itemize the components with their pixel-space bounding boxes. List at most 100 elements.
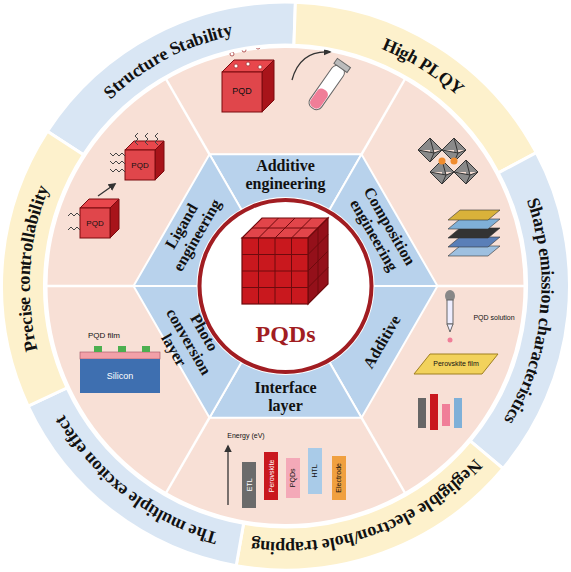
glyph <box>14 292 34 297</box>
device-stack <box>448 210 500 256</box>
additive-icon <box>222 45 350 113</box>
level-bar <box>442 404 450 426</box>
figure-label: PQD <box>131 162 148 171</box>
energy-axis <box>227 446 228 505</box>
property-band: High PLQY <box>291 0 539 175</box>
segment-fill <box>470 153 569 469</box>
octahedron <box>418 138 442 162</box>
level-bar <box>430 394 438 430</box>
energy-diagram <box>228 446 346 508</box>
octahedron <box>454 160 478 184</box>
segment-fill <box>2 131 84 406</box>
ring-divider <box>47 79 525 493</box>
band-title: Precise controllability <box>0 129 86 409</box>
figure-label: Perovskite <box>267 460 275 493</box>
cube-side <box>110 199 119 238</box>
ring-divider <box>47 285 134 288</box>
glyph: n <box>259 537 271 558</box>
property-band: Precise controllability <box>0 129 86 409</box>
glyph: c <box>13 284 33 292</box>
strategy-segment: Photo conversion layer <box>131 284 244 420</box>
device-layer <box>448 219 500 229</box>
test-tube <box>306 58 351 112</box>
cube-front <box>125 150 155 180</box>
cube-side <box>262 60 274 112</box>
pqd-cube <box>242 218 328 304</box>
a-site-ions <box>439 158 458 165</box>
level-bar <box>242 462 256 508</box>
glyph: p <box>275 538 285 558</box>
contact <box>94 346 102 352</box>
level-bar <box>286 458 300 498</box>
band-title: High PLQY <box>291 0 539 175</box>
strategy-segment: Ligand engineering <box>131 152 244 288</box>
segment-outline <box>45 0 298 157</box>
cube-front <box>222 72 262 112</box>
octahedra <box>418 138 478 184</box>
segment-fill <box>294 2 536 173</box>
band-title: The multiple exciton effect <box>26 385 246 568</box>
strategy-title: Photo conversion layer <box>139 280 241 403</box>
device-layer <box>448 246 500 256</box>
figure-label: Silicon <box>107 372 134 382</box>
figure-label: PQD <box>86 220 103 229</box>
property-band: The multiple exciton effect <box>26 385 246 568</box>
figure-label: PQD <box>232 87 252 97</box>
dropper-tip <box>447 324 453 332</box>
segment-fill <box>47 2 295 155</box>
image-ring <box>48 48 524 524</box>
glyph: n <box>14 265 35 276</box>
strategy-title: Interface layer <box>241 379 331 414</box>
cube-front <box>80 208 110 238</box>
a-site-ion <box>439 158 446 165</box>
perovskite-film <box>414 354 498 374</box>
level-bar <box>264 452 278 500</box>
figure-label: PQD solution <box>473 314 514 322</box>
glyph: o <box>13 275 33 284</box>
device-layer <box>448 228 500 238</box>
band-title: Negligible electron/hole trapping <box>234 438 506 572</box>
figure-label: ETL <box>245 479 253 492</box>
figure-label: HTL <box>311 464 319 477</box>
glyph: p <box>285 538 295 558</box>
figure-label: Perovskite film <box>433 360 479 368</box>
contact <box>118 346 126 352</box>
figure-label: Energy (eV) <box>227 432 264 440</box>
additive-dot <box>258 65 262 69</box>
glyph: s <box>537 276 557 284</box>
glyph: m <box>536 255 557 272</box>
dropper-tube <box>447 300 453 324</box>
level-bar <box>454 398 462 428</box>
segment-fill <box>330 154 438 286</box>
device-layer <box>448 237 500 247</box>
glyph: i <box>537 270 557 276</box>
tube-cap <box>334 58 351 72</box>
pqd-film-layer <box>80 352 160 359</box>
segment-outline <box>291 0 539 175</box>
silicon-slab <box>80 359 160 393</box>
cube-grid <box>242 218 328 304</box>
ring-divider <box>166 79 210 154</box>
band-title: Sharp emission characteristics <box>468 150 571 471</box>
property-band: Negligible electron/hole trapping <box>234 438 506 572</box>
ring-divider <box>362 79 406 154</box>
level-bar <box>332 456 346 500</box>
property-band: Structure Stability <box>45 0 298 157</box>
additive-dot <box>234 64 238 68</box>
glyph: s <box>537 283 557 290</box>
ring-divider <box>438 285 525 288</box>
strategy-segment: Composition engineering <box>327 152 440 288</box>
strategy-title: Additive engineering <box>236 157 336 192</box>
figure-label: PQDs <box>289 469 297 488</box>
a-site-ion <box>451 158 458 165</box>
figure-label: Electrode <box>335 463 343 493</box>
glyph: r <box>303 537 313 558</box>
glyph: a <box>294 537 304 557</box>
glyph: o <box>537 294 557 304</box>
exchange-arrow <box>98 184 115 196</box>
segment-fill <box>236 441 503 570</box>
ring-divider <box>362 418 406 493</box>
device-layer <box>448 210 500 220</box>
